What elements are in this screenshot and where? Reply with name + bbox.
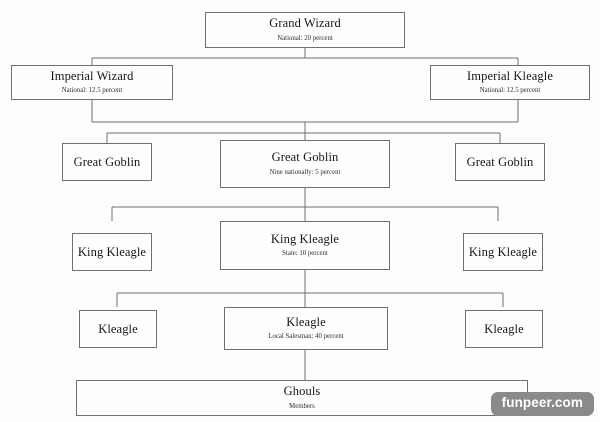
node-great-goblin-left[interactable]: Great Goblin	[62, 143, 152, 181]
node-subtitle: National: 12.5 percent	[61, 87, 123, 95]
watermark-funpeer: funpeer.com	[490, 392, 594, 416]
node-title: Imperial Wizard	[50, 68, 134, 83]
node-subtitle: Nine nationally: 5 percent	[269, 168, 341, 176]
connector-goblin-to-king	[111, 188, 499, 221]
node-king-kleagle-left[interactable]: King Kleagle	[72, 233, 152, 271]
node-subtitle: Local Salesman: 40 percent	[268, 333, 344, 341]
node-title: Kleagle	[286, 314, 326, 329]
node-great-goblin-center[interactable]: Great Goblin Nine nationally: 5 percent	[220, 140, 390, 188]
node-title: Imperial Kleagle	[467, 68, 553, 83]
node-subtitle: Members	[289, 402, 315, 410]
node-title: Great Goblin	[466, 154, 534, 169]
node-ghouls[interactable]: Ghouls Members	[76, 380, 528, 416]
node-king-kleagle-right[interactable]: King Kleagle	[463, 233, 543, 271]
node-subtitle: State: 10 percent	[282, 250, 328, 258]
node-imperial-wizard[interactable]: Imperial Wizard National: 12.5 percent	[11, 65, 173, 100]
node-title: King Kleagle	[468, 244, 538, 259]
node-title: Great Goblin	[73, 154, 141, 169]
node-title: King Kleagle	[77, 244, 147, 259]
node-grand-wizard[interactable]: Grand Wizard National: 20 percent	[205, 12, 405, 48]
node-subtitle: National: 20 percent	[277, 34, 333, 42]
connector-imperial-merge	[91, 100, 519, 140]
node-imperial-kleagle[interactable]: Imperial Kleagle National: 12.5 percent	[430, 65, 590, 100]
node-title: King Kleagle	[270, 231, 340, 246]
node-great-goblin-right[interactable]: Great Goblin	[455, 143, 545, 181]
node-kleagle-left[interactable]: Kleagle	[79, 310, 157, 348]
node-kleagle-center[interactable]: Kleagle Local Salesman: 40 percent	[224, 307, 388, 350]
connector-grandwizard-bus	[91, 48, 519, 65]
node-kleagle-right[interactable]: Kleagle	[465, 310, 543, 348]
connector-level3-bus	[106, 130, 501, 143]
node-title: Ghouls	[283, 384, 321, 399]
node-king-kleagle-center[interactable]: King Kleagle State: 10 percent	[220, 221, 390, 270]
node-subtitle: National: 12.5 percent	[479, 87, 541, 95]
node-title: Kleagle	[98, 321, 138, 336]
connector-king-to-kleagle	[116, 270, 504, 307]
node-title: Grand Wizard	[269, 16, 341, 31]
node-title: Great Goblin	[271, 150, 339, 165]
node-title: Kleagle	[484, 321, 524, 336]
